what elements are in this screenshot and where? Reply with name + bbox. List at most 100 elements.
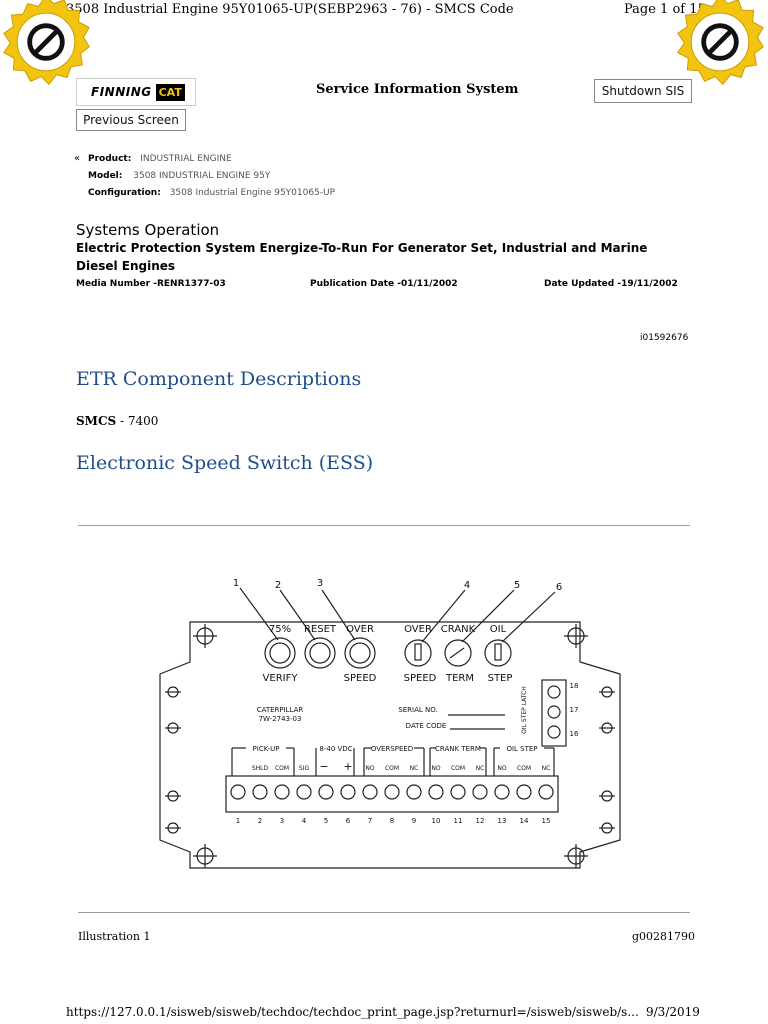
term-sub-sig: SIG bbox=[299, 765, 310, 772]
finning-logo-text: FINNING bbox=[91, 85, 152, 99]
configuration-value: 3508 Industrial Engine 95Y01065-UP bbox=[169, 188, 336, 198]
smcs-line: SMCS - 7400 bbox=[76, 414, 158, 428]
label-side-18: 18 bbox=[570, 682, 579, 690]
callout-3: 3 bbox=[317, 578, 323, 589]
divider-bottom bbox=[78, 912, 690, 913]
term-sub-nc-1: NC bbox=[410, 765, 419, 772]
date-updated: Date Updated -19/11/2002 bbox=[544, 279, 678, 289]
label-75-percent: 75% bbox=[269, 624, 291, 635]
label-oil: OIL bbox=[490, 624, 507, 635]
group-overspeed: OVERSPEED bbox=[371, 745, 413, 753]
terminal-number-4: 4 bbox=[302, 817, 307, 825]
callout-1: 1 bbox=[233, 578, 239, 589]
terminal-number-12: 12 bbox=[476, 817, 485, 825]
label-side-17: 17 bbox=[570, 706, 579, 714]
label-part-number: 7W-2743-03 bbox=[259, 715, 302, 723]
label-oil-step-latch: OIL STEP LATCH bbox=[521, 686, 528, 734]
terminal-block bbox=[225, 775, 559, 813]
mounting-holes bbox=[165, 624, 615, 868]
divider-top bbox=[78, 525, 690, 526]
product-row: « Product: INDUSTRIAL ENGINE bbox=[74, 153, 232, 164]
label-term: TERM bbox=[445, 673, 474, 684]
term-sub-nc-2: NC bbox=[476, 765, 485, 772]
model-row: Model: 3508 INDUSTRIAL ENGINE 95Y bbox=[88, 171, 270, 181]
ess-diagram: 1 2 3 4 5 6 75% RESET OVER OVER CRANK OI… bbox=[159, 578, 621, 869]
label-minus: − bbox=[319, 760, 328, 773]
terminal-number-6: 6 bbox=[346, 817, 351, 825]
cat-logo-box: CAT bbox=[155, 83, 185, 101]
document-id: i01592676 bbox=[640, 333, 689, 343]
term-sub-com: COM bbox=[275, 765, 289, 772]
terminal-number-9: 9 bbox=[412, 817, 416, 825]
illustration-id: g00281790 bbox=[632, 930, 696, 943]
publication-date: Publication Date -01/11/2002 bbox=[310, 279, 458, 289]
doc-subtitle-line1: Electric Protection System Energize-To-R… bbox=[76, 241, 648, 255]
terminal-screws bbox=[230, 784, 554, 800]
previous-screen-button[interactable]: Previous Screen bbox=[76, 109, 186, 131]
footer-date: 9/3/2019 bbox=[646, 1005, 700, 1019]
label-caterpillar: CATERPILLAR bbox=[257, 706, 304, 714]
configuration-label: Configuration: bbox=[88, 188, 161, 198]
heading-etr-component-descriptions: ETR Component Descriptions bbox=[76, 368, 362, 390]
group-crank-term: CRANK TERM bbox=[435, 745, 481, 753]
oil-step-latch-switches bbox=[541, 679, 567, 747]
group-pick-up: PICK-UP bbox=[253, 745, 280, 753]
shutdown-sis-button[interactable]: Shutdown SIS bbox=[594, 79, 692, 103]
label-plus: + bbox=[343, 760, 352, 773]
smcs-value: - 7400 bbox=[116, 414, 159, 428]
pdf-xchange-stamp-left[interactable] bbox=[0, 0, 94, 90]
callout-2: 2 bbox=[275, 580, 281, 591]
terminal-number-8: 8 bbox=[390, 817, 394, 825]
label-date-code: DATE CODE bbox=[406, 722, 447, 730]
label-serial-no: SERIAL NO. bbox=[398, 706, 437, 714]
terminal-number-3: 3 bbox=[280, 817, 284, 825]
product-label: Product: bbox=[88, 154, 132, 164]
heading-electronic-speed-switch: Electronic Speed Switch (ESS) bbox=[76, 452, 374, 474]
terminal-number-5: 5 bbox=[324, 817, 328, 825]
section-title: Systems Operation bbox=[76, 221, 220, 239]
page-number: Page 1 of 15 bbox=[624, 2, 706, 17]
term-sub-com-2: COM bbox=[451, 765, 465, 772]
terminal-number-7: 7 bbox=[368, 817, 372, 825]
label-speed-2: SPEED bbox=[404, 673, 437, 684]
term-sub-com-3: COM bbox=[517, 765, 531, 772]
callout-leaders bbox=[239, 587, 556, 643]
label-over-1: OVER bbox=[346, 624, 374, 635]
pdf-xchange-stamp-right[interactable] bbox=[672, 0, 768, 90]
term-sub-no-1: NO bbox=[365, 765, 374, 772]
term-sub-com-1: COM bbox=[385, 765, 399, 772]
terminal-number-10: 10 bbox=[432, 817, 441, 825]
label-side-16: 16 bbox=[570, 730, 579, 738]
term-sub-shld: SHLD bbox=[252, 765, 269, 772]
finning-cat-logo: FINNING CAT bbox=[76, 78, 196, 106]
terminal-number-13: 13 bbox=[498, 817, 507, 825]
terminal-number-1: 1 bbox=[236, 817, 240, 825]
term-sub-no-2: NO bbox=[431, 765, 440, 772]
callout-5: 5 bbox=[514, 580, 520, 591]
ess-body-outline bbox=[159, 621, 621, 869]
term-sub-nc-3: NC bbox=[542, 765, 551, 772]
label-step: STEP bbox=[488, 673, 513, 684]
doc-subtitle-line2: Diesel Engines bbox=[76, 259, 176, 273]
term-sub-no-3: NO bbox=[497, 765, 506, 772]
smcs-label: SMCS bbox=[76, 414, 117, 428]
footer-url[interactable]: https://127.0.0.1/sisweb/sisweb/techdoc/… bbox=[66, 1005, 639, 1019]
model-label: Model: bbox=[88, 171, 123, 181]
callout-6: 6 bbox=[556, 582, 562, 593]
back-chevron-icon[interactable]: « bbox=[74, 153, 81, 164]
label-crank: CRANK bbox=[441, 624, 476, 635]
terminal-number-14: 14 bbox=[520, 817, 529, 825]
product-value: INDUSTRIAL ENGINE bbox=[140, 154, 232, 164]
front-panel-controls bbox=[264, 637, 512, 669]
model-value: 3508 INDUSTRIAL ENGINE 95Y bbox=[133, 171, 271, 181]
label-speed-1: SPEED bbox=[344, 673, 377, 684]
label-verify: VERIFY bbox=[263, 673, 299, 684]
terminal-number-15: 15 bbox=[542, 817, 551, 825]
label-over-2: OVER bbox=[404, 624, 432, 635]
media-number: Media Number -RENR1377-03 bbox=[76, 279, 226, 289]
terminal-number-11: 11 bbox=[454, 817, 463, 825]
label-reset: RESET bbox=[304, 624, 337, 635]
sis-title: Service Information System bbox=[316, 82, 519, 97]
configuration-row: Configuration: 3508 Industrial Engine 95… bbox=[88, 188, 335, 198]
document-title: 3508 Industrial Engine 95Y01065-UP(SEBP2… bbox=[66, 2, 514, 17]
